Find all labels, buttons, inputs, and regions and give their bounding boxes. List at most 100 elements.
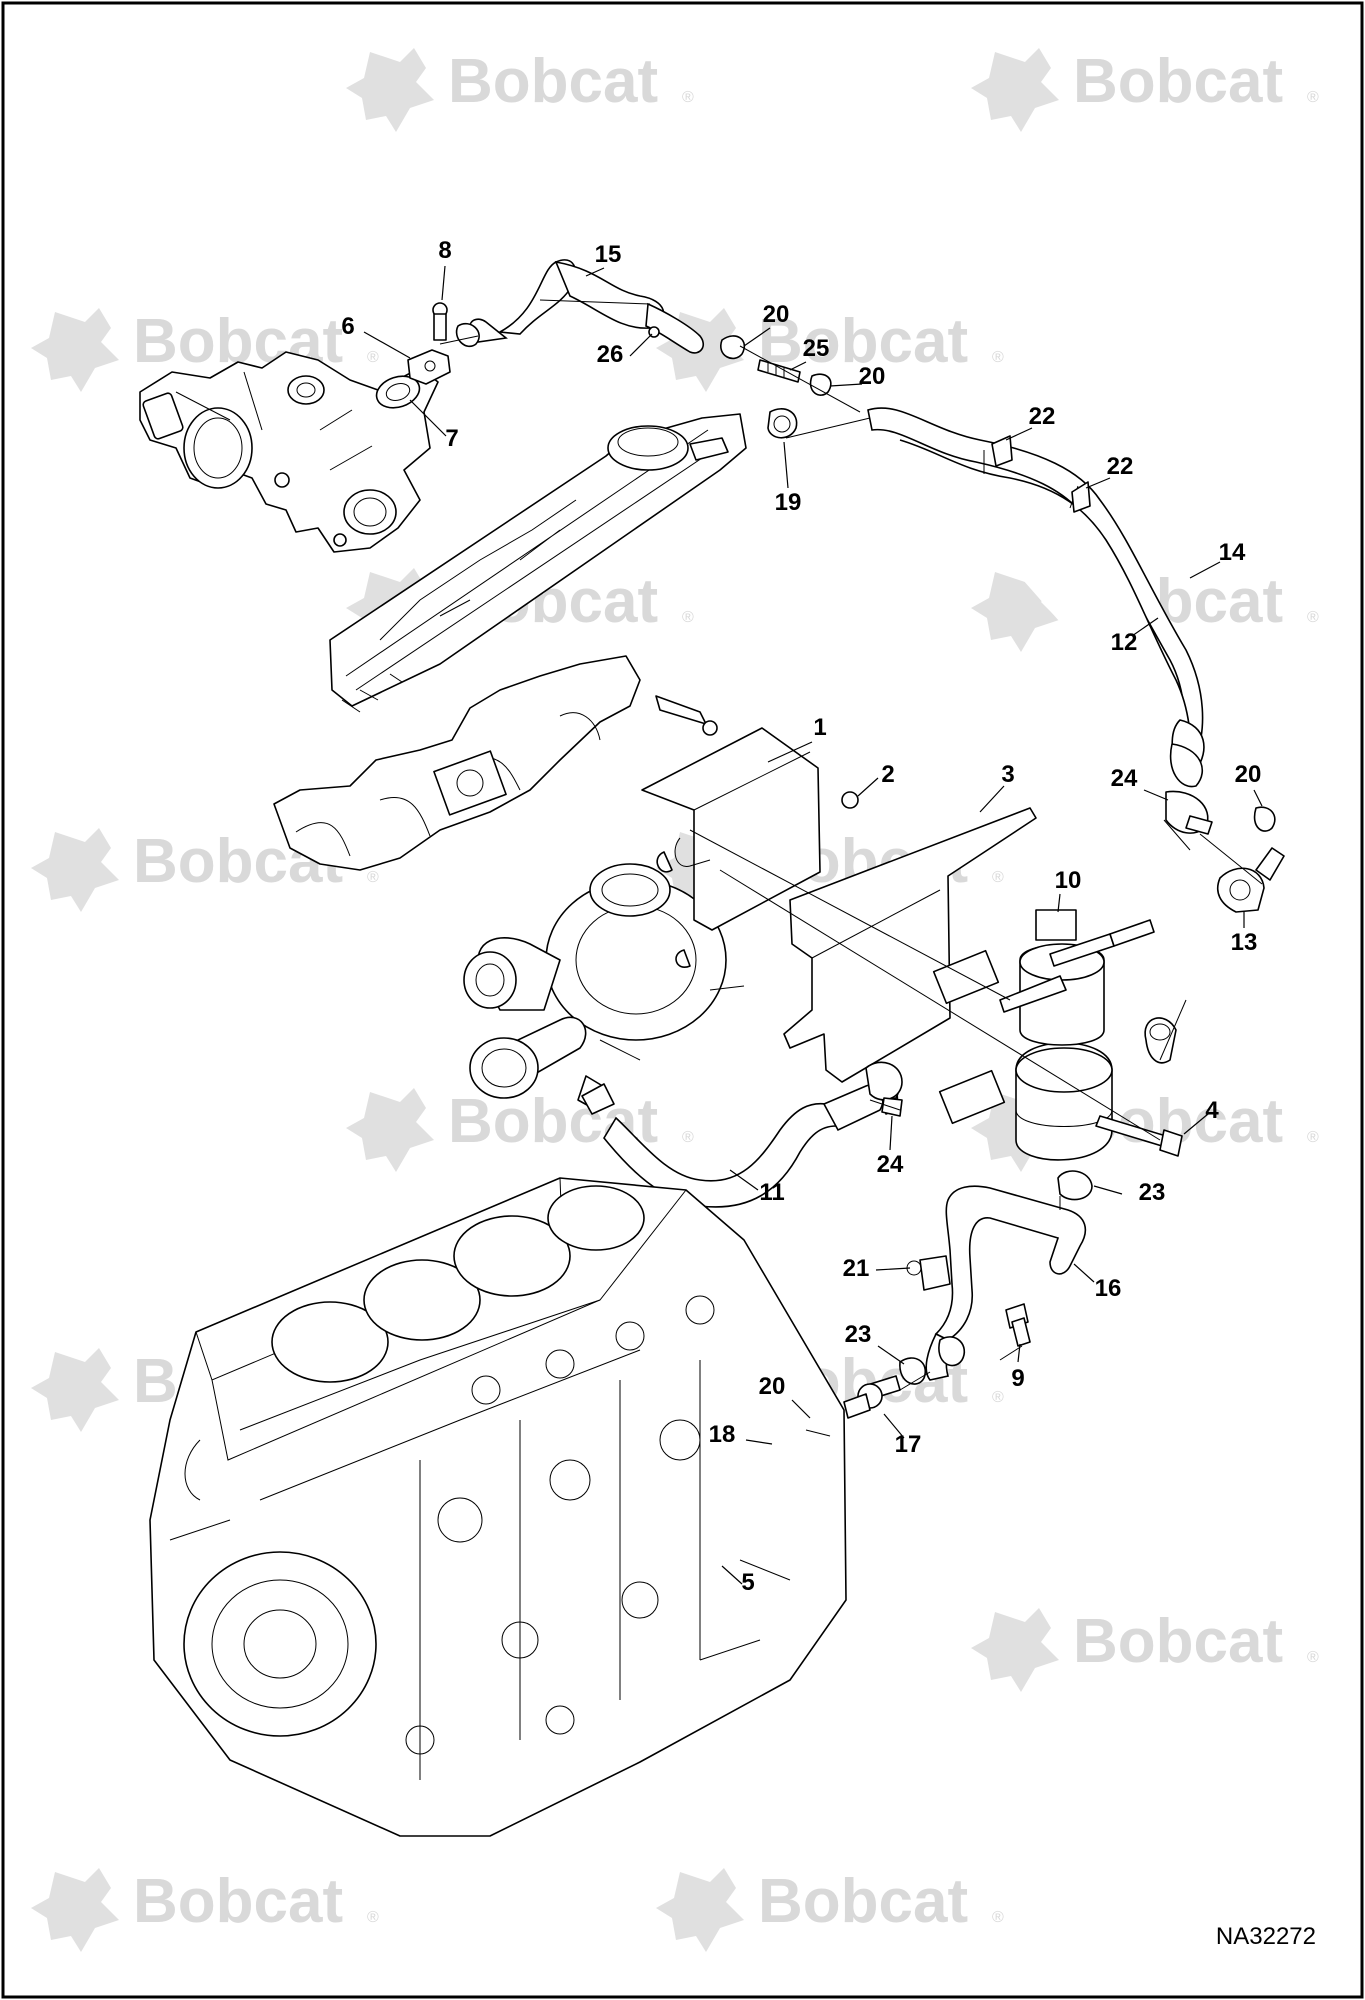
assembly-guide-line: [689, 829, 1011, 1001]
bobcat-watermark: Bobcat®: [346, 47, 694, 132]
bobcat-logo-icon: [971, 1608, 1059, 1692]
callout-leader-c8: [441, 265, 446, 301]
callout-c23b: 23: [845, 1321, 872, 1348]
callout-c17: 17: [895, 1431, 922, 1458]
callout-c20b: 20: [859, 363, 886, 390]
callout-leader-c24a: [1143, 789, 1169, 801]
watermark-registered-mark: ®: [992, 1389, 1004, 1406]
callout-leader-c23a: [1093, 1185, 1123, 1195]
callout-leader-c23b: [877, 1345, 905, 1365]
callout-leader-c5: [721, 1565, 743, 1585]
callout-leader-c25: [789, 361, 807, 371]
callout-c18: 18: [709, 1421, 736, 1448]
callout-leader-c11: [729, 1169, 759, 1191]
cooler-10: [932, 909, 1177, 1161]
callout-c10: 10: [1055, 867, 1082, 894]
callout-c13: 13: [1231, 929, 1258, 956]
callout-c19: 19: [775, 489, 802, 516]
callout-c9: 9: [1011, 1365, 1024, 1392]
watermark-registered-mark: ®: [992, 349, 1004, 366]
callout-c11: 11: [759, 1179, 784, 1206]
callout-leader-c22a: [1005, 427, 1033, 441]
callout-c21: 21: [843, 1255, 870, 1282]
watermark-brand-text: Bobcat: [758, 307, 968, 376]
callout-leader-c4: [1183, 1113, 1209, 1135]
callout-leader-c10: [1057, 893, 1061, 913]
callout-leader-c22b: [1085, 477, 1111, 489]
callout-leader-c20b: [829, 383, 863, 387]
callout-leader-c21: [875, 1267, 911, 1271]
callout-leader-c15: [585, 267, 605, 277]
watermark-brand-text: Bobcat: [1073, 1607, 1283, 1676]
fitting-25-clamps: [720, 335, 832, 439]
engine-block: [149, 1177, 847, 1837]
egr-flange-gasket: [375, 302, 451, 409]
assembly-guide-line: [719, 869, 1161, 1141]
exhaust-manifold: [273, 655, 718, 871]
watermark-registered-mark: ®: [992, 1909, 1004, 1926]
watermark-registered-mark: ®: [1307, 89, 1319, 106]
callout-c20a: 20: [763, 301, 790, 328]
assembly-guide-line: [1159, 999, 1187, 1061]
assembly-guide-line: [439, 335, 479, 345]
assembly-guide-line: [539, 299, 651, 305]
leader-lines: [363, 265, 1263, 1585]
coolant-pipes-12-14: [867, 407, 1205, 788]
callout-c2: 2: [881, 761, 894, 788]
bobcat-logo-icon: [31, 1348, 119, 1432]
callout-leader-c12: [1131, 617, 1159, 637]
bobcat-logo-icon: [346, 1088, 434, 1172]
callout-c24a: 24: [1111, 765, 1138, 792]
bobcat-logo-icon: [971, 48, 1059, 132]
watermark-registered-mark: ®: [1307, 609, 1319, 626]
assembly-guide-line: [739, 345, 861, 413]
callout-c4: 4: [1205, 1097, 1219, 1124]
watermark-registered-mark: ®: [367, 1909, 379, 1926]
watermark-registered-mark: ®: [367, 349, 379, 366]
callout-leader-c6: [363, 331, 411, 359]
callout-c16: 16: [1095, 1275, 1122, 1302]
bolt-4: [1095, 1115, 1183, 1157]
watermark-registered-mark: ®: [1307, 1649, 1319, 1666]
callout-leader-c14: [1189, 561, 1221, 579]
watermark-registered-mark: ®: [367, 869, 379, 886]
callout-leader-c20c: [1253, 789, 1263, 807]
callout-c25: 25: [803, 335, 830, 362]
callout-c20d: 20: [759, 1373, 786, 1400]
callout-c1: 1: [813, 714, 826, 741]
assembly-guide-line: [869, 1099, 901, 1111]
watermark-brand-text: Bobcat: [133, 1867, 343, 1936]
fitting-17-clamps: [805, 1357, 927, 1443]
callout-c3: 3: [1001, 761, 1014, 788]
assembly-guide-line: [805, 1429, 831, 1437]
assembly-guide-line: [1199, 833, 1263, 885]
callout-leader-c1: [767, 741, 813, 763]
watermark-registered-mark: ®: [992, 869, 1004, 886]
assembly-guide-line: [899, 1371, 931, 1391]
watermark-brand-text: Bobcat: [448, 47, 658, 116]
callout-leader-c9: [1017, 1343, 1021, 1363]
drawing-reference-code: NA32272: [1216, 1923, 1316, 1950]
bobcat-logo-icon: [31, 828, 119, 912]
throttle-body: [139, 351, 439, 553]
watermark-registered-mark: ®: [682, 1129, 694, 1146]
bobcat-logo-icon: [31, 1868, 119, 1952]
bobcat-watermark: Bobcat ®: [971, 1607, 1319, 1692]
assembly-guide-line: [785, 417, 871, 439]
assembly-guide-line: [1163, 819, 1191, 851]
callout-c15: 15: [595, 241, 622, 268]
watermark-registered-mark: ®: [1307, 1129, 1319, 1146]
watermark-registered-mark: ®: [682, 609, 694, 626]
callout-leader-c7: [409, 399, 447, 437]
bobcat-watermark: Bobcat®: [971, 47, 1319, 132]
callout-c22b: 22: [1107, 453, 1134, 480]
cylinder-head-cover: [329, 413, 747, 713]
bolt-9: [1005, 1303, 1031, 1347]
callout-c24b: 24: [877, 1151, 904, 1178]
turbocharger: [463, 863, 745, 1111]
callout-c22a: 22: [1029, 403, 1056, 430]
clamps-22: [991, 435, 1091, 513]
callout-c6: 6: [341, 313, 354, 340]
